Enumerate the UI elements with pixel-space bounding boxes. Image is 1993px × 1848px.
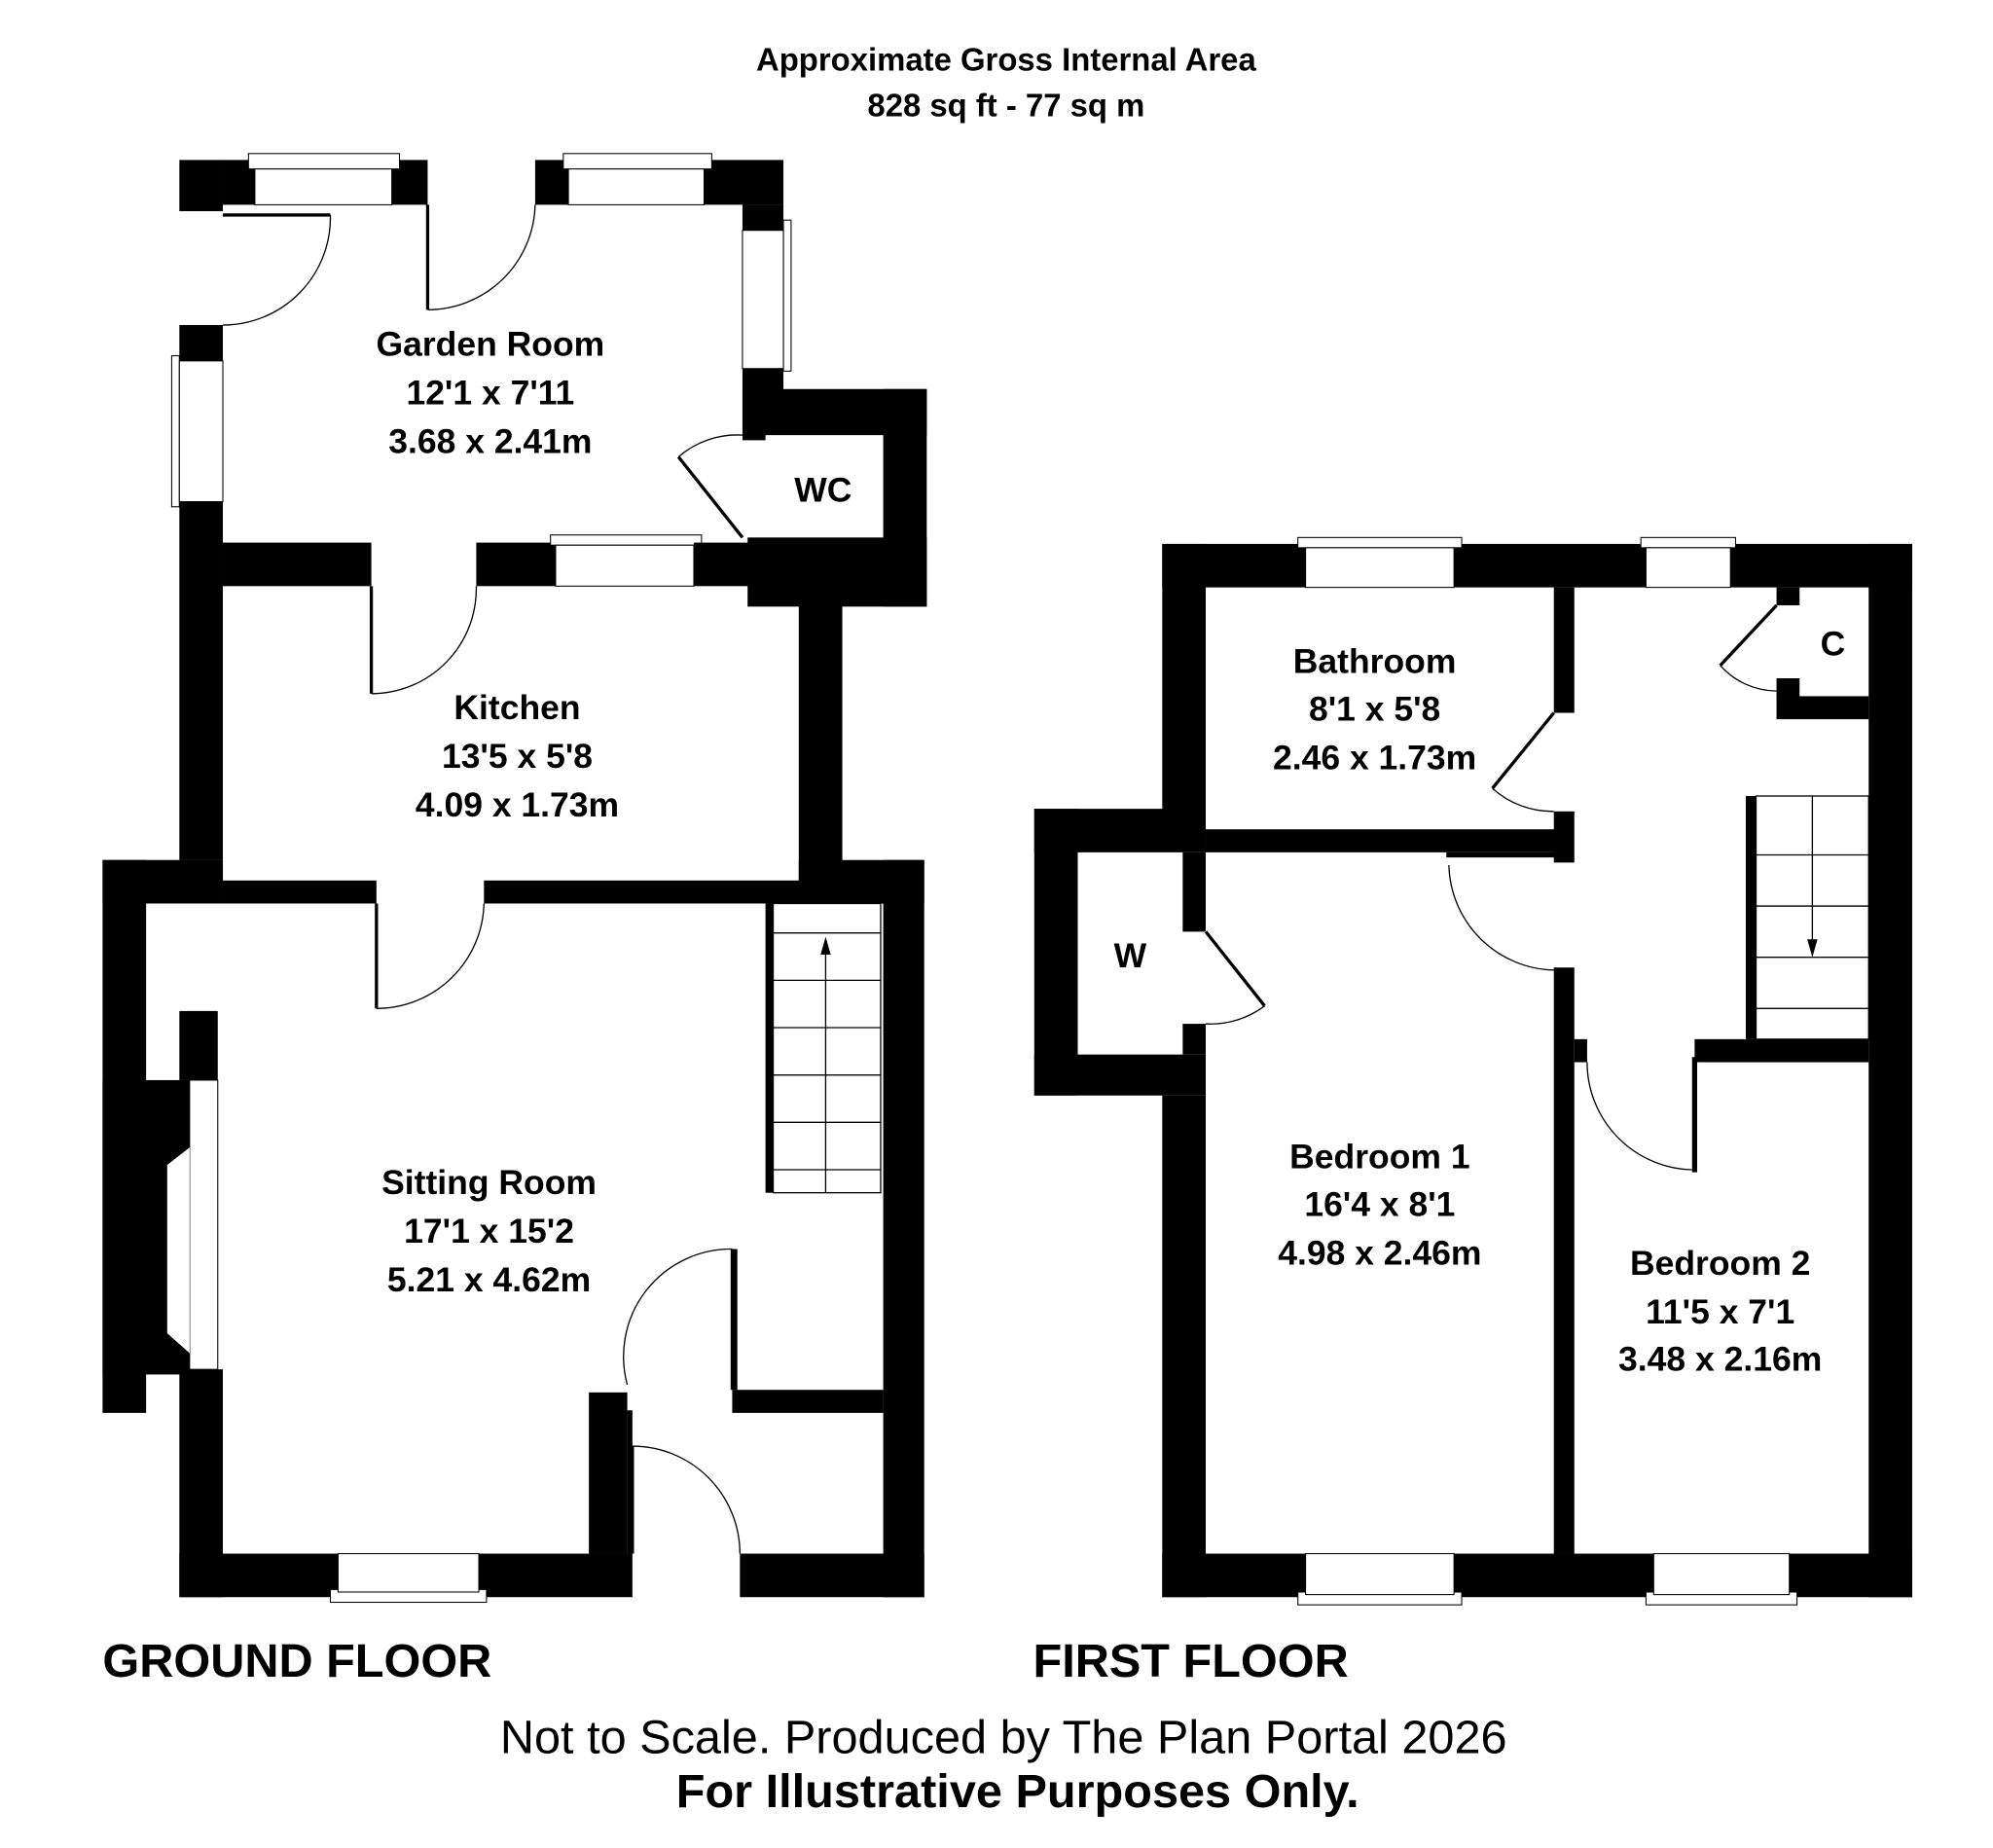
- ground-floor-label: GROUND FLOOR: [102, 1635, 491, 1687]
- svg-text:4.98 x 2.46m: 4.98 x 2.46m: [1278, 1233, 1481, 1272]
- room-garden-room: Garden Room 12'1 x 7'11 3.68 x 2.41m: [377, 325, 605, 461]
- garden-door-left: [223, 213, 332, 326]
- svg-text:12'1 x 7'11: 12'1 x 7'11: [406, 374, 574, 413]
- room-sitting-room: Sitting Room 17'1 x 15'2 5.21 x 4.62m: [381, 1163, 597, 1299]
- svg-text:Bedroom 1: Bedroom 1: [1289, 1138, 1469, 1177]
- bedroom2-door: [1586, 1062, 1692, 1171]
- front-door: [631, 1445, 741, 1554]
- area-value: 828 sq ft - 77 sq m: [867, 88, 1144, 124]
- cupboard-c-door: [1719, 603, 1778, 692]
- room-kitchen: Kitchen 13'5 x 5'8 4.09 x 1.73m: [416, 688, 619, 824]
- svg-text:Bathroom: Bathroom: [1293, 642, 1457, 681]
- svg-text:Bedroom 2: Bedroom 2: [1630, 1244, 1810, 1283]
- room-wc: WC: [794, 471, 852, 510]
- garden-door-right: [425, 204, 536, 310]
- first-floor-plan: Bathroom 8'1 x 5'8 2.46 x 1.73m C W Bedr…: [1033, 536, 1912, 1606]
- svg-text:Garden Room: Garden Room: [377, 325, 605, 364]
- disclaimer-text: Not to Scale. Produced by The Plan Porta…: [500, 1712, 1507, 1764]
- arrow-up-icon: [820, 936, 831, 956]
- svg-text:13'5 x 5'8: 13'5 x 5'8: [442, 737, 593, 776]
- room-cupboard-c: C: [1821, 624, 1846, 663]
- ground-floor-plan: Garden Room 12'1 x 7'11 3.68 x 2.41m WC …: [102, 153, 927, 1604]
- illustrative-notice: For Illustrative Purposes Only.: [676, 1765, 1359, 1818]
- room-bathroom: Bathroom 8'1 x 5'8 2.46 x 1.73m: [1273, 642, 1476, 778]
- wardrobe-door: [1204, 930, 1266, 1025]
- room-bedroom-2: Bedroom 2 11'5 x 7'1 3.48 x 2.16m: [1618, 1244, 1822, 1379]
- svg-text:Kitchen: Kitchen: [453, 688, 580, 727]
- sitting-room-door: [375, 903, 485, 1009]
- svg-text:4.09 x 1.73m: 4.09 x 1.73m: [416, 785, 619, 824]
- stairs-down: [1755, 795, 1869, 1040]
- arrow-down-icon: [1807, 939, 1818, 958]
- wc-door: [676, 434, 744, 539]
- svg-text:11'5 x 7'1: 11'5 x 7'1: [1646, 1292, 1794, 1331]
- hall-door: [623, 1248, 735, 1391]
- svg-text:17'1 x 15'2: 17'1 x 15'2: [404, 1212, 574, 1250]
- room-wardrobe-w: W: [1114, 936, 1147, 975]
- area-header: Approximate Gross Internal Area 828 sq f…: [756, 41, 1256, 123]
- first-floor-label: FIRST FLOOR: [1033, 1635, 1348, 1687]
- svg-text:2.46 x 1.73m: 2.46 x 1.73m: [1273, 738, 1476, 777]
- svg-text:3.68 x 2.41m: 3.68 x 2.41m: [388, 422, 592, 461]
- svg-text:5.21 x 4.62m: 5.21 x 4.62m: [387, 1260, 591, 1299]
- kitchen-door: [369, 586, 478, 695]
- bedroom1-door: [1448, 864, 1554, 971]
- stairs-up: [772, 902, 882, 1194]
- svg-text:Sitting Room: Sitting Room: [381, 1163, 597, 1202]
- room-bedroom-1: Bedroom 1 16'4 x 8'1 4.98 x 2.46m: [1278, 1138, 1481, 1273]
- area-title: Approximate Gross Internal Area: [756, 41, 1256, 77]
- svg-text:8'1 x 5'8: 8'1 x 5'8: [1309, 689, 1440, 728]
- bathroom-door: [1491, 711, 1555, 813]
- svg-text:16'4 x 8'1: 16'4 x 8'1: [1304, 1184, 1455, 1223]
- svg-text:3.48 x 2.16m: 3.48 x 2.16m: [1618, 1339, 1822, 1378]
